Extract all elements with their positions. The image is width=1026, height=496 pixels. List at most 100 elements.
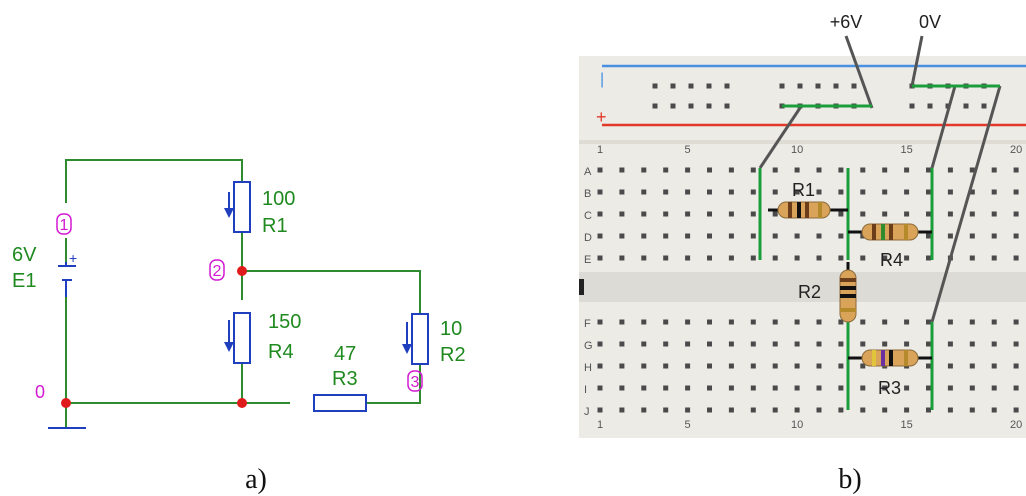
hole <box>597 319 603 325</box>
hole <box>794 385 800 391</box>
hole <box>641 211 647 217</box>
hole <box>860 363 866 369</box>
hole <box>904 189 910 195</box>
hole <box>663 341 669 347</box>
hole <box>882 189 888 195</box>
center-channel <box>579 272 1026 302</box>
hole <box>663 385 669 391</box>
hole <box>904 211 910 217</box>
hole <box>597 363 603 369</box>
hole <box>772 211 778 217</box>
node-badges: 1 2 3 0 <box>35 213 423 402</box>
bb-label-r4: R4 <box>880 250 903 270</box>
hole <box>707 341 712 347</box>
hole <box>882 407 888 413</box>
hole <box>772 407 778 413</box>
hole <box>772 167 778 173</box>
hole <box>909 103 915 109</box>
wire-bottom <box>65 297 290 404</box>
hole <box>794 319 800 325</box>
hole <box>728 385 734 391</box>
hole <box>816 319 822 325</box>
hole <box>707 407 712 413</box>
hole <box>641 255 647 261</box>
hole <box>969 341 975 347</box>
caption-b: b) <box>838 464 861 495</box>
hole <box>641 341 647 347</box>
hole <box>838 189 844 195</box>
hole <box>838 341 844 347</box>
hole <box>772 319 778 325</box>
hole <box>685 255 691 261</box>
battery-symbol <box>58 262 76 297</box>
hole <box>707 319 712 325</box>
hole <box>750 407 756 413</box>
row-label: G <box>584 340 593 352</box>
hole <box>685 189 691 195</box>
r4-name: R4 <box>268 341 294 363</box>
hole <box>991 407 997 413</box>
hole <box>904 385 910 391</box>
hole <box>1013 211 1019 217</box>
hole <box>619 341 625 347</box>
hole <box>816 189 822 195</box>
hole <box>685 233 691 239</box>
hole <box>641 189 647 195</box>
hole <box>882 341 888 347</box>
hole <box>707 189 712 195</box>
hole <box>969 319 975 325</box>
hole <box>663 255 669 261</box>
hole <box>991 167 997 173</box>
lead-r1-jumper <box>758 107 802 169</box>
hole <box>926 211 931 217</box>
hole <box>794 233 800 239</box>
node-1-label: 1 <box>60 217 69 234</box>
caption-a: a) <box>245 464 267 495</box>
hole <box>991 233 997 239</box>
hole <box>597 233 603 239</box>
hole <box>991 319 997 325</box>
row-label: F <box>584 318 591 330</box>
hole <box>663 167 669 173</box>
hole <box>1013 319 1019 325</box>
hole <box>663 189 669 195</box>
hole <box>794 407 800 413</box>
hole <box>707 363 712 369</box>
hole <box>838 363 844 369</box>
schematic-wires <box>65 159 421 428</box>
hole <box>882 211 888 217</box>
junction-node2 <box>237 266 247 276</box>
hole <box>947 167 953 173</box>
row-label: D <box>584 232 592 244</box>
hole <box>685 407 691 413</box>
hole <box>750 363 756 369</box>
hole <box>772 385 778 391</box>
hole <box>816 385 822 391</box>
hole <box>750 319 756 325</box>
node-2-label: 2 <box>213 263 222 280</box>
hole <box>1013 407 1019 413</box>
bb-resistor-r4 <box>861 223 919 241</box>
bb-resistor-r3 <box>861 349 919 367</box>
hole <box>707 385 712 391</box>
hole <box>926 189 931 195</box>
column-number: 5 <box>685 419 691 431</box>
hole <box>991 341 997 347</box>
hole <box>794 341 800 347</box>
r1-name: R1 <box>262 215 288 237</box>
hole <box>860 341 866 347</box>
hole <box>641 407 647 413</box>
hole <box>772 233 778 239</box>
hole <box>833 83 839 89</box>
hole <box>963 103 969 109</box>
hole <box>619 233 625 239</box>
hole <box>1013 233 1019 239</box>
hole <box>685 167 691 173</box>
hole <box>663 233 669 239</box>
hole <box>779 83 785 89</box>
hole <box>882 255 888 261</box>
hole <box>685 385 691 391</box>
rail-plus-sign: + <box>596 107 607 127</box>
